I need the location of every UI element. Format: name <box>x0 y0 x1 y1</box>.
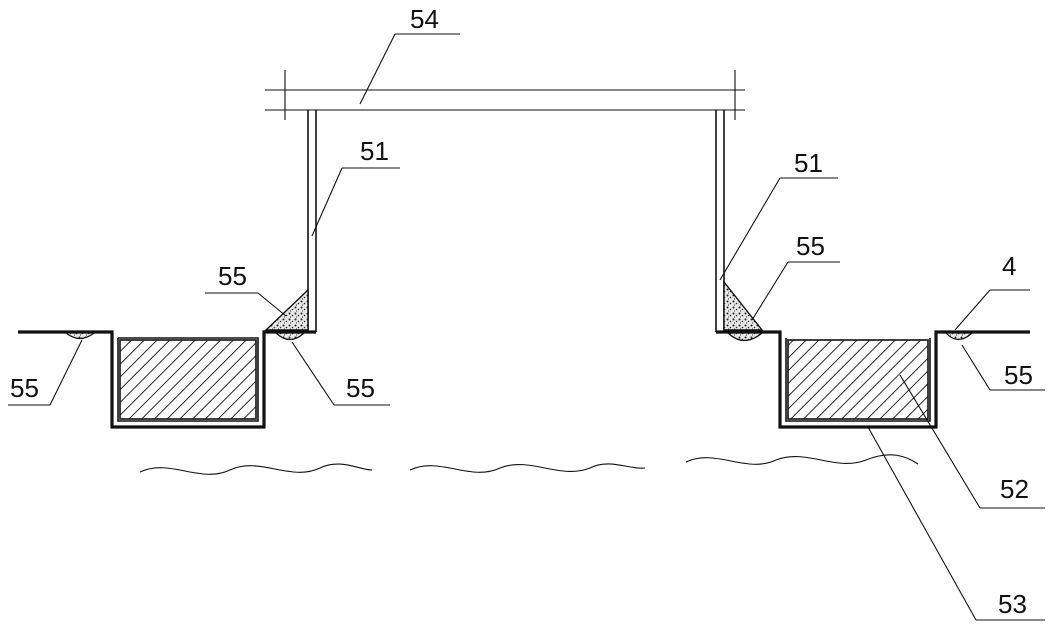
left-corner-filler <box>264 288 309 331</box>
top-beam <box>265 70 745 120</box>
left-block <box>119 339 257 420</box>
right-corner-filler <box>723 279 764 331</box>
label-filler-left-inner: 55 <box>346 373 375 403</box>
label-frame-top: 54 <box>410 4 439 34</box>
label-post-left: 51 <box>360 136 389 166</box>
right-inner-filler <box>726 332 764 342</box>
label-membrane: 4 <box>1002 251 1016 281</box>
right-post <box>715 110 725 332</box>
label-block-fill: 52 <box>1000 474 1029 504</box>
label-filler-left-outer: 55 <box>10 373 39 403</box>
right-outer-filler <box>944 332 974 341</box>
label-filler-left-upper: 55 <box>218 261 247 291</box>
label-filler-right-upper: 55 <box>796 231 825 261</box>
label-trough-base: 53 <box>998 589 1027 619</box>
label-post-right: 51 <box>794 148 823 178</box>
left-outer-filler <box>64 332 96 340</box>
ground-waves <box>139 454 919 475</box>
left-inner-filler <box>274 332 306 341</box>
leader-lines <box>8 33 1045 621</box>
label-filler-right-outer: 55 <box>1004 360 1033 390</box>
membrane-line <box>18 330 1030 429</box>
right-block <box>787 339 929 420</box>
left-post <box>307 110 317 332</box>
